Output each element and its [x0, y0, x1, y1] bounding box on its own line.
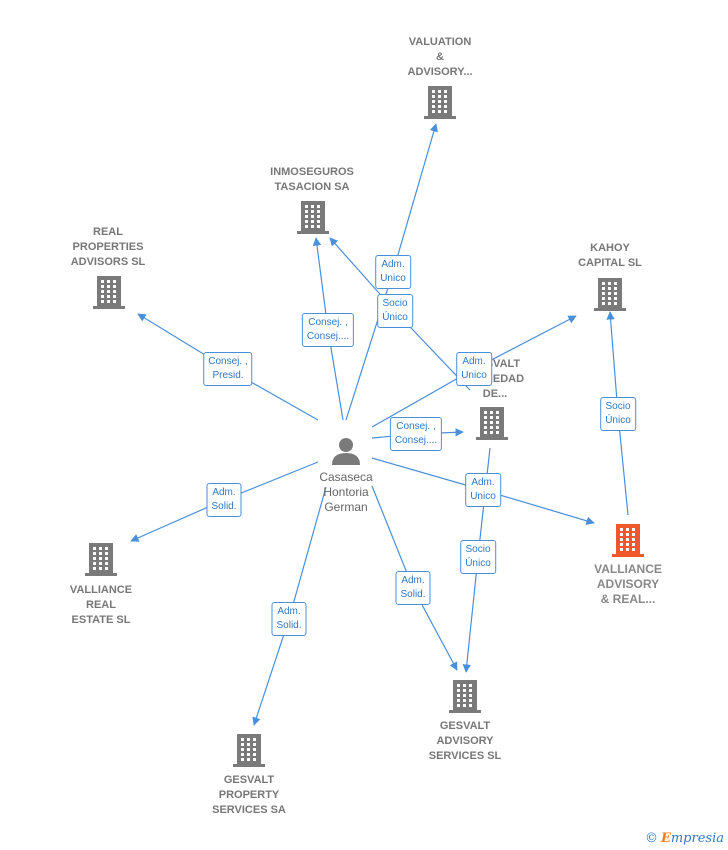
edge-label-adm-solid-gesvalt-advisory[interactable]: Adm. Solid.	[395, 571, 431, 605]
copyright-icon: ©	[644, 831, 658, 846]
node-label-kahoy[interactable]: KAHOY CAPITAL SL	[578, 242, 642, 269]
edge-label-adm-solid-real-estate[interactable]: Adm. Solid.	[206, 483, 242, 517]
node-label-gesvalt-property[interactable]: GESVALT PROPERTY SERVICES SA	[212, 774, 286, 816]
node-label-valuation[interactable]: VALUATION & ADVISORY...	[407, 36, 473, 78]
building-icon-real-properties[interactable]	[93, 276, 125, 309]
edge-label-consej-gesvalt-sociedad[interactable]: Consej. , Consej....	[389, 417, 443, 451]
node-label-valliance-real-estate[interactable]: VALLIANCE REAL ESTATE SL	[69, 584, 133, 626]
edges-layer	[130, 123, 629, 726]
brand-name: mpresia	[670, 831, 724, 846]
node-label-real-properties[interactable]: REAL PROPERTIES ADVISORS SL	[70, 226, 146, 268]
node-label-valliance-advisory[interactable]: VALLIANCE ADVISORY & REAL...	[594, 562, 662, 606]
edge-label-consej-presid[interactable]: Consej. , Presid.	[203, 352, 253, 386]
edge-label-adm-solid-gesvalt-property[interactable]: Adm. Solid.	[271, 602, 307, 636]
building-icon-kahoy[interactable]	[594, 278, 626, 311]
edge-label-consej-inmoseguros[interactable]: Consej. , Consej....	[301, 313, 355, 347]
building-icon-gesvalt-advisory[interactable]	[449, 680, 481, 713]
building-icon-valliance-advisory[interactable]	[612, 524, 644, 557]
node-label-inmoseguros[interactable]: INMOSEGUROS TASACION SA	[270, 166, 354, 193]
edge-label-socio-unico-gesvalt-advisory[interactable]: Socio Único	[460, 540, 496, 574]
building-icon-valliance-real-estate[interactable]	[85, 543, 117, 576]
edge-label-socio-unico-kahoy[interactable]: Socio Único	[600, 397, 636, 431]
building-icon-gesvalt-sociedad[interactable]	[476, 407, 508, 440]
edge-label-adm-unico-valliance[interactable]: Adm. Unico	[465, 473, 501, 507]
person-label[interactable]: Casaseca Hontoria German	[319, 470, 373, 514]
person-icon[interactable]	[332, 438, 360, 465]
edge-label-adm-unico-valuation[interactable]: Adm. Unico	[375, 255, 411, 289]
building-icon-gesvalt-property[interactable]	[233, 734, 265, 767]
edge-label-socio-unico-inmoseguros[interactable]: Socio Único	[377, 294, 413, 328]
edge-label-adm-unico-kahoy[interactable]: Adm. Unico	[456, 352, 492, 386]
building-icon-valuation[interactable]	[424, 86, 456, 119]
node-label-gesvalt-advisory[interactable]: GESVALT ADVISORY SERVICES SL	[428, 720, 502, 762]
empresia-logo[interactable]: ©Empresia	[645, 831, 724, 846]
building-icon-inmoseguros[interactable]	[297, 201, 329, 234]
icons-layer	[85, 86, 644, 767]
brand-initial: E	[660, 831, 671, 846]
